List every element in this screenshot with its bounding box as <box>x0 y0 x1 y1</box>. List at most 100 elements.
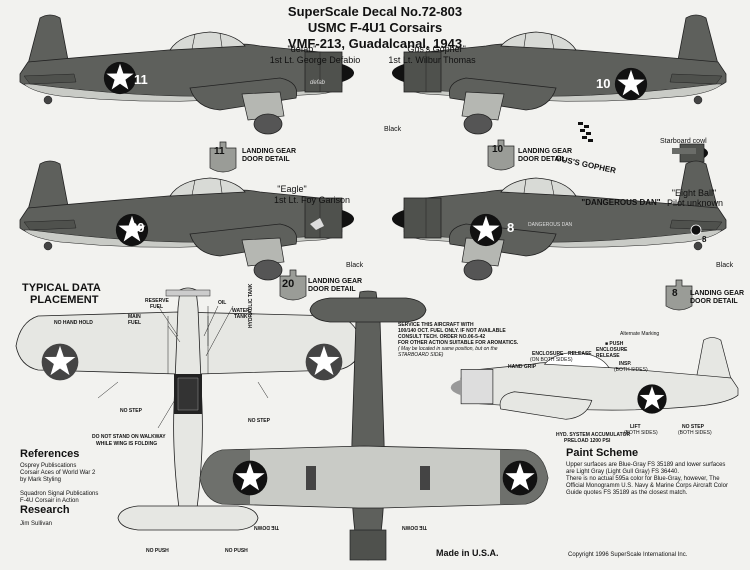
label-push-1: ■ PUSH <box>605 341 624 347</box>
paint-scheme-text: Upper surfaces are Blue-Gray FS 35189 an… <box>566 462 728 497</box>
label-alternate-marking: Alternate Marking <box>620 331 660 337</box>
label-no-step-right: NO STEP <box>248 418 270 424</box>
service-line-6: STARBOARD SIDE) <box>398 352 444 358</box>
label-water: WATER <box>232 308 250 314</box>
nose-art-dangerous-dan: DANGEROUS DAN <box>528 222 573 228</box>
research-name: Jim Sullivan <box>20 521 53 527</box>
label-walkway-2: WHILE WING IS FOLDING <box>96 441 158 447</box>
starboard-cowl-callout: Starboard cowl <box>660 138 707 145</box>
side-number-20: 20 <box>130 220 145 235</box>
label-walkway-1: DO NOT STAND ON WALKWAY <box>92 434 166 440</box>
door-label-20-l1: LANDING GEAR <box>308 278 363 285</box>
pilot-defab: 1st Lt. George Defabio <box>269 55 361 65</box>
label-hyd-2: PRELOAD 1200 PSI <box>564 438 611 444</box>
aircraft-name-dangerous-dan: "DANGEROUS DAN" <box>581 198 661 207</box>
side-number-8-nose: 8 <box>702 235 707 244</box>
reference-line-4 <box>20 484 98 491</box>
door-label-8-l2: DOOR DETAIL <box>690 298 738 305</box>
label-push-2: ENCLOSURE <box>596 347 628 353</box>
pilot-eagle: 1st Lt. Foy Garison <box>273 195 351 205</box>
label-release: RELEASE <box>568 351 592 357</box>
label-hyd-1: HYD. SYSTEM ACCUMULATOR <box>556 432 631 438</box>
paint-scheme-heading: Paint Scheme <box>566 447 639 459</box>
label-water-tank: TANK <box>234 314 248 320</box>
label-no-step-both: (BOTH SIDES) <box>678 430 712 436</box>
service-line-1: SERVICE THIS AIRCRAFT WITH <box>398 322 474 328</box>
black-callout-2: Black <box>346 262 364 269</box>
aircraft-name-gus-gopher: "Gus's Gopher" <box>404 44 466 54</box>
label-lift-both: (BOTH SIDES) <box>624 430 658 436</box>
corsair-side-profile-defab <box>19 14 355 135</box>
paint-line-4: Official Monogramm U.S. Navy & Marine Co… <box>566 483 728 489</box>
label-on-both-sides: (ON BOTH SIDES) <box>530 357 573 363</box>
pilot-dangerous-dan: Pilot unknown <box>666 198 724 208</box>
typical-data-title-1: TYPICAL DATA <box>22 282 101 294</box>
copyright: Copyright 1996 SuperScale International … <box>568 552 688 558</box>
typical-data-title-2: PLACEMENT <box>30 294 99 306</box>
door-number-11: 11 <box>214 146 225 157</box>
header-line-2: USMC F-4U1 Corsairs <box>307 20 443 35</box>
door-number-8: 8 <box>672 288 678 299</box>
side-number-8: 8 <box>507 220 515 235</box>
references-heading: References <box>20 448 80 460</box>
paint-line-2: are Light Gray (Light Gull Gray) FS 3644… <box>566 469 680 475</box>
reference-line-3: by Mark Styling <box>20 477 62 483</box>
top-view-corsair <box>15 287 363 531</box>
door-label-8-l1: LANDING GEAR <box>690 290 745 297</box>
service-note: SERVICE THIS AIRCRAFT WITH 100/140 OCT. … <box>398 322 518 358</box>
made-in-usa: Made in U.S.A. <box>436 548 499 558</box>
label-tie-down-left: TIE DOWN <box>254 524 279 530</box>
header-line-1: SuperScale Decal No.72-803 <box>287 4 463 19</box>
paint-line-3: There is no actual 595a color for Blue-G… <box>566 476 720 482</box>
aircraft-alt-name-eight-ball: "Eight Ball" <box>671 188 717 198</box>
label-no-step-side: NO STEP <box>682 424 704 430</box>
service-line-4: FOR OTHER ACTION SUITABLE FOR AROMATICS. <box>398 340 519 346</box>
header-line-3: VMF-213, Guadalcanal, 1943 <box>287 36 463 51</box>
label-reserve: RESERVE <box>145 298 169 304</box>
label-tie-down-right: TIE DOWN <box>402 524 427 530</box>
black-callout-3: Black <box>716 262 734 269</box>
label-hand-grip: HAND GRIP <box>508 364 537 370</box>
label-no-push-left: NO PUSH <box>146 548 169 554</box>
paint-line-1: Upper surfaces are Blue-Gray FS 35189 an… <box>566 462 726 468</box>
label-oil: OIL <box>218 300 227 306</box>
corsair-side-profile-gus-gopher <box>391 14 727 135</box>
pilot-gus-gopher: 1st Lt. Wilbur Thomas <box>388 55 476 65</box>
door-label-11-l1: LANDING GEAR <box>242 148 297 155</box>
label-insp: INSP. <box>619 361 632 367</box>
door-label-10-l1: LANDING GEAR <box>518 148 573 155</box>
paint-line-5: Guide quotes FS 35189 as the closest mat… <box>566 490 688 496</box>
door-number-20: 20 <box>282 278 295 290</box>
bottom-view-corsair <box>199 290 549 561</box>
door-label-20-l2: DOOR DETAIL <box>308 286 356 293</box>
service-line-3: CONSULT TECH. ORDER NO.06-5-42 <box>398 334 486 340</box>
nose-art-defab: defab <box>310 80 326 86</box>
aircraft-name-defab: "defab" <box>287 44 317 54</box>
label-reserve-fuel: FUEL <box>150 304 164 310</box>
label-main-fuel: FUEL <box>128 320 142 326</box>
reference-line-5: Squadron Signal Publications <box>20 491 99 497</box>
side-view-data-corsair <box>450 337 739 420</box>
label-main: MAIN <box>128 314 141 320</box>
label-enclosure: ENCLOSURE <box>532 351 564 357</box>
corsair-side-profile-eagle <box>19 160 355 281</box>
door-label-10-l2: DOOR DETAIL <box>518 156 566 163</box>
reference-line-6: F-4U Corsair in Action <box>20 498 79 504</box>
door-label-11-l2: DOOR DETAIL <box>242 156 290 163</box>
label-insp-both: (BOTH SIDES) <box>614 367 648 373</box>
aircraft-name-eagle: "Eagle" <box>277 184 307 194</box>
references-list: Osprey Publiscations Corsair Aces of Wor… <box>20 463 98 505</box>
side-number-10: 10 <box>596 76 611 91</box>
corsair-side-profile-dangerous-dan <box>391 160 727 281</box>
side-number-11: 11 <box>134 72 148 87</box>
label-lift: LIFT <box>630 424 641 430</box>
label-no-push-right: NO PUSH <box>225 548 248 554</box>
door-number-10: 10 <box>492 144 504 155</box>
reference-line-2: Corsair Aces of World War 2 <box>20 470 96 476</box>
kill-marks <box>578 122 593 142</box>
service-line-2: 100/140 OCT. FUEL ONLY. IF NOT AVAILABLE <box>398 328 506 334</box>
gus-gopher-placard <box>672 148 696 154</box>
label-push-3: RELEASE <box>596 353 620 359</box>
black-callout-1: Black <box>384 126 402 133</box>
service-line-5: ( May be located in same position, but o… <box>398 346 498 352</box>
